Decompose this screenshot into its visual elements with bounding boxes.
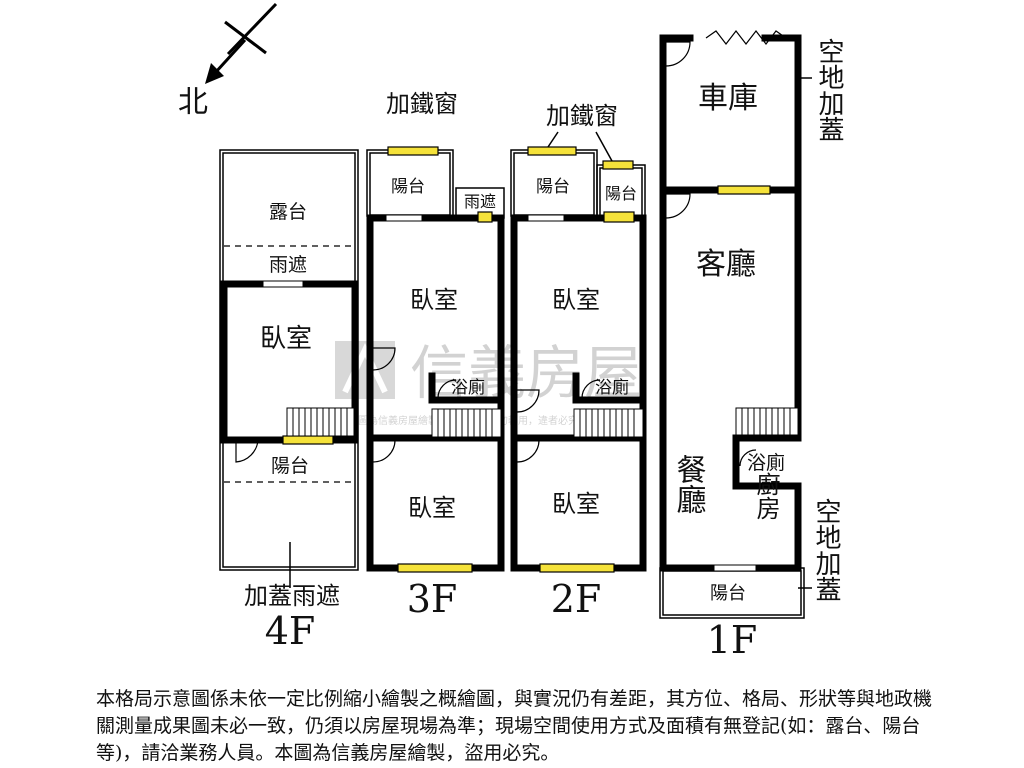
- 4f-balcony-label: 陽台: [271, 455, 309, 477]
- 4f-bedroom-label: 臥室: [260, 324, 312, 354]
- 1f-floor-label: 1F: [707, 618, 758, 662]
- 2f-sliding-door: [527, 214, 565, 222]
- 1f-bathroom-label: 浴廁: [747, 451, 785, 474]
- 3f-iron-window: [387, 146, 439, 156]
- 3f-balcony-label: 陽台: [391, 177, 425, 197]
- 1f-garage-entry-door: [665, 41, 691, 67]
- 3f-door-lower: [372, 439, 396, 463]
- compass-cross-line: [224, 20, 267, 55]
- 1f-living-window: [717, 185, 771, 195]
- 3f-bedroom-front-label: 臥室: [410, 286, 458, 314]
- 3f-iron-window-label: 加鐵窗: [386, 90, 458, 118]
- 2f-back-window: [539, 563, 615, 573]
- 3f-awning-label: 雨遮: [464, 192, 496, 211]
- 1f-walls: [659, 34, 802, 572]
- 1f-living-door: [665, 193, 691, 219]
- 2f-walls: [510, 214, 647, 572]
- 3f-bedroom-back-label: 臥室: [408, 494, 456, 522]
- 4f-window: [282, 435, 334, 445]
- 2f-small-window: [603, 211, 635, 223]
- floor-3f: 加鐵窗 陽台 雨遮 臥室 浴廁 臥室 3F: [366, 90, 505, 621]
- 4f-added-awning-label: 加蓋雨遮: [244, 582, 340, 610]
- 1f-empty-lot-addition-top-label: 空地加蓋: [814, 38, 844, 142]
- 2f-bedroom-back-label: 臥室: [552, 490, 600, 518]
- floor-2f: 加鐵窗 陽台 陽台 臥室 浴廁 臥室 2F: [510, 102, 647, 621]
- 1f-kitchen-label: 廚房: [752, 472, 780, 520]
- 1f-balcony-label: 陽台: [710, 583, 746, 604]
- 3f-small-window: [477, 211, 493, 223]
- 3f-walls: [366, 214, 505, 572]
- 2f-bathroom-door: [581, 379, 601, 399]
- 3f-back-window: [397, 563, 473, 573]
- 4f-stairs: [286, 407, 355, 437]
- 1f-empty-lot-addition-bottom-label: 空地加蓋: [811, 498, 841, 602]
- compass: 北: [178, 2, 278, 120]
- 1f-garage-door: [705, 30, 787, 45]
- compass-line: [226, 2, 278, 56]
- watermark-logo-icon: [335, 341, 395, 399]
- 4f-awning-label: 雨遮: [269, 254, 307, 276]
- 3f-floor-label: 3F: [407, 577, 458, 621]
- 2f-iron-window-left: [527, 146, 577, 156]
- 3f-door-upper: [372, 347, 396, 371]
- 2f-bathroom-label: 浴廁: [595, 377, 629, 398]
- 1f-bathroom-door: [739, 449, 757, 467]
- 2f-bedroom-front-label: 臥室: [552, 286, 600, 314]
- 2f-callout-left: [547, 131, 559, 148]
- disclaimer-text: 本格局示意圖係未依一定比例縮小繪製之概繪圖，與實況仍有差距，其方位、格局、形狀等…: [96, 688, 933, 764]
- floor-1f: 車庫 客廳 浴廁 餐廳 廚房 陽台 空地加蓋 空地加蓋 1F: [659, 30, 844, 662]
- 3f-bathroom-walls: [428, 372, 505, 404]
- 4f-sliding-door: [262, 280, 304, 288]
- 2f-balcony-left-label: 陽台: [536, 177, 570, 197]
- north-label: 北: [178, 85, 208, 120]
- north-arrow-icon: [205, 63, 224, 84]
- 1f-garage-label: 車庫: [698, 81, 758, 116]
- 1f-living-room-label: 客廳: [696, 247, 756, 282]
- 1f-stairs: [735, 407, 799, 437]
- 3f-stairs: [431, 408, 502, 438]
- 3f-sliding-door: [385, 214, 423, 222]
- compass-arrow-shaft: [213, 38, 247, 75]
- 2f-door-lower: [516, 439, 540, 463]
- 1f-bathroom-walls: [732, 434, 802, 490]
- floor-plan: 北 信義房屋 本圖為信義房屋繪製，未經允許請勿轉用，違者必究 露台 雨遮 臥室 …: [178, 2, 844, 662]
- 1f-dining-room-label: 餐廳: [671, 454, 707, 514]
- 2f-bathroom-walls: [572, 372, 647, 404]
- 3f-bathroom-door: [437, 379, 457, 399]
- floor-4f: 露台 雨遮 臥室 陽台 加蓋雨遮 4F: [219, 149, 359, 653]
- 2f-stairs: [573, 408, 644, 438]
- 2f-floor-label: 2F: [551, 577, 602, 621]
- 2f-balcony-right-label: 陽台: [605, 184, 637, 203]
- 2f-iron-window-right: [602, 160, 634, 170]
- 4f-door: [235, 438, 259, 463]
- 4f-floor-label: 4F: [265, 609, 316, 653]
- 1f-sliding-door: [713, 564, 757, 572]
- 3f-bathroom-label: 浴廁: [451, 377, 485, 398]
- 4f-terrace-label: 露台: [269, 201, 307, 223]
- 2f-door-upper: [516, 389, 540, 413]
- watermark-brand: 信義房屋: [410, 339, 642, 407]
- 2f-callout-right: [595, 131, 613, 162]
- 2f-iron-window-label: 加鐵窗: [546, 102, 618, 130]
